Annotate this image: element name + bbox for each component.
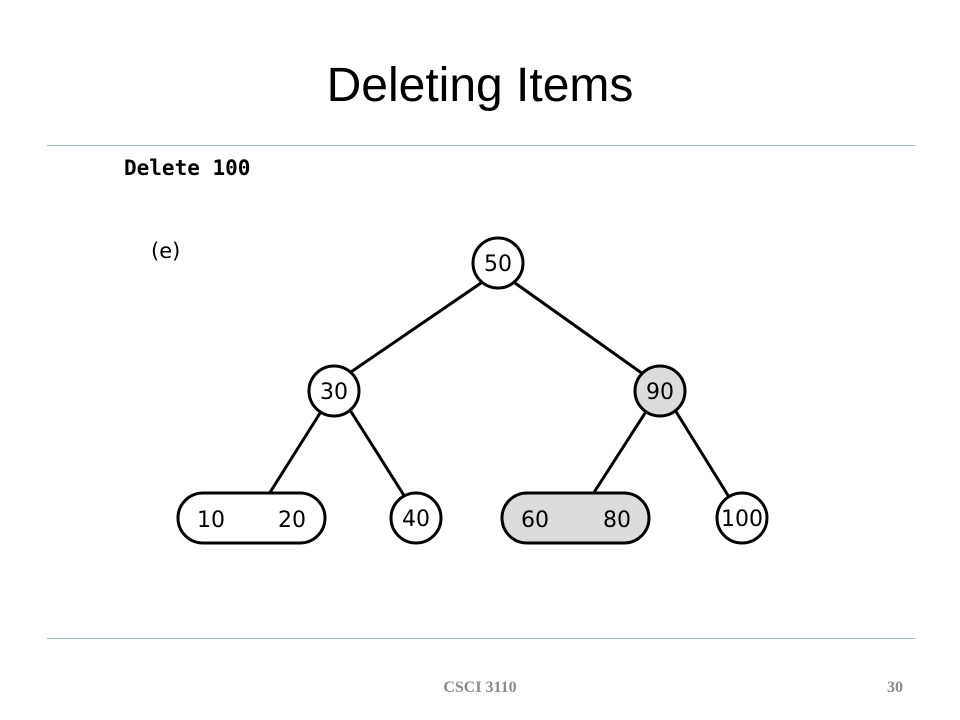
edge-50-30 <box>347 281 482 376</box>
node-key: 100 <box>721 507 763 532</box>
node-key: 80 <box>603 508 631 533</box>
node-key: 50 <box>484 252 512 277</box>
node-circle <box>715 491 769 545</box>
footer-divider <box>47 638 915 639</box>
node-key: 20 <box>278 508 306 533</box>
tree-edges <box>267 281 731 498</box>
slide-title: Deleting Items <box>326 59 634 112</box>
edge-90-100 <box>673 409 731 498</box>
node-key: 90 <box>646 380 674 405</box>
node-pill <box>176 491 327 545</box>
node-key: 10 <box>197 508 225 533</box>
page-number: 30 <box>887 679 903 696</box>
panel-label: (e) <box>151 239 180 263</box>
edge-90-60-80 <box>591 409 649 495</box>
node-circle <box>307 364 361 418</box>
edge-30-10-20 <box>267 409 324 495</box>
tree-node-60-80: 60 80 <box>500 491 651 545</box>
slide-subtitle: Delete 100 <box>124 156 251 180</box>
tree-node-100: 100 <box>715 491 769 545</box>
edge-50-90 <box>514 281 644 376</box>
tree-node-50: 50 <box>471 236 525 290</box>
node-pill <box>500 491 651 545</box>
node-circle <box>389 491 443 545</box>
tree-node-40: 40 <box>389 491 443 545</box>
node-key: 30 <box>320 380 348 405</box>
tree-node-10-20: 10 20 <box>176 491 327 545</box>
node-circle <box>471 236 525 290</box>
tree-node-30: 30 <box>307 364 361 418</box>
footer-course: CSCI 3110 <box>443 679 517 696</box>
node-circle <box>633 364 687 418</box>
node-key: 60 <box>521 508 549 533</box>
tree-node-90: 90 <box>633 364 687 418</box>
node-key: 40 <box>402 507 430 532</box>
edge-30-40 <box>348 409 407 498</box>
title-divider <box>47 145 915 146</box>
